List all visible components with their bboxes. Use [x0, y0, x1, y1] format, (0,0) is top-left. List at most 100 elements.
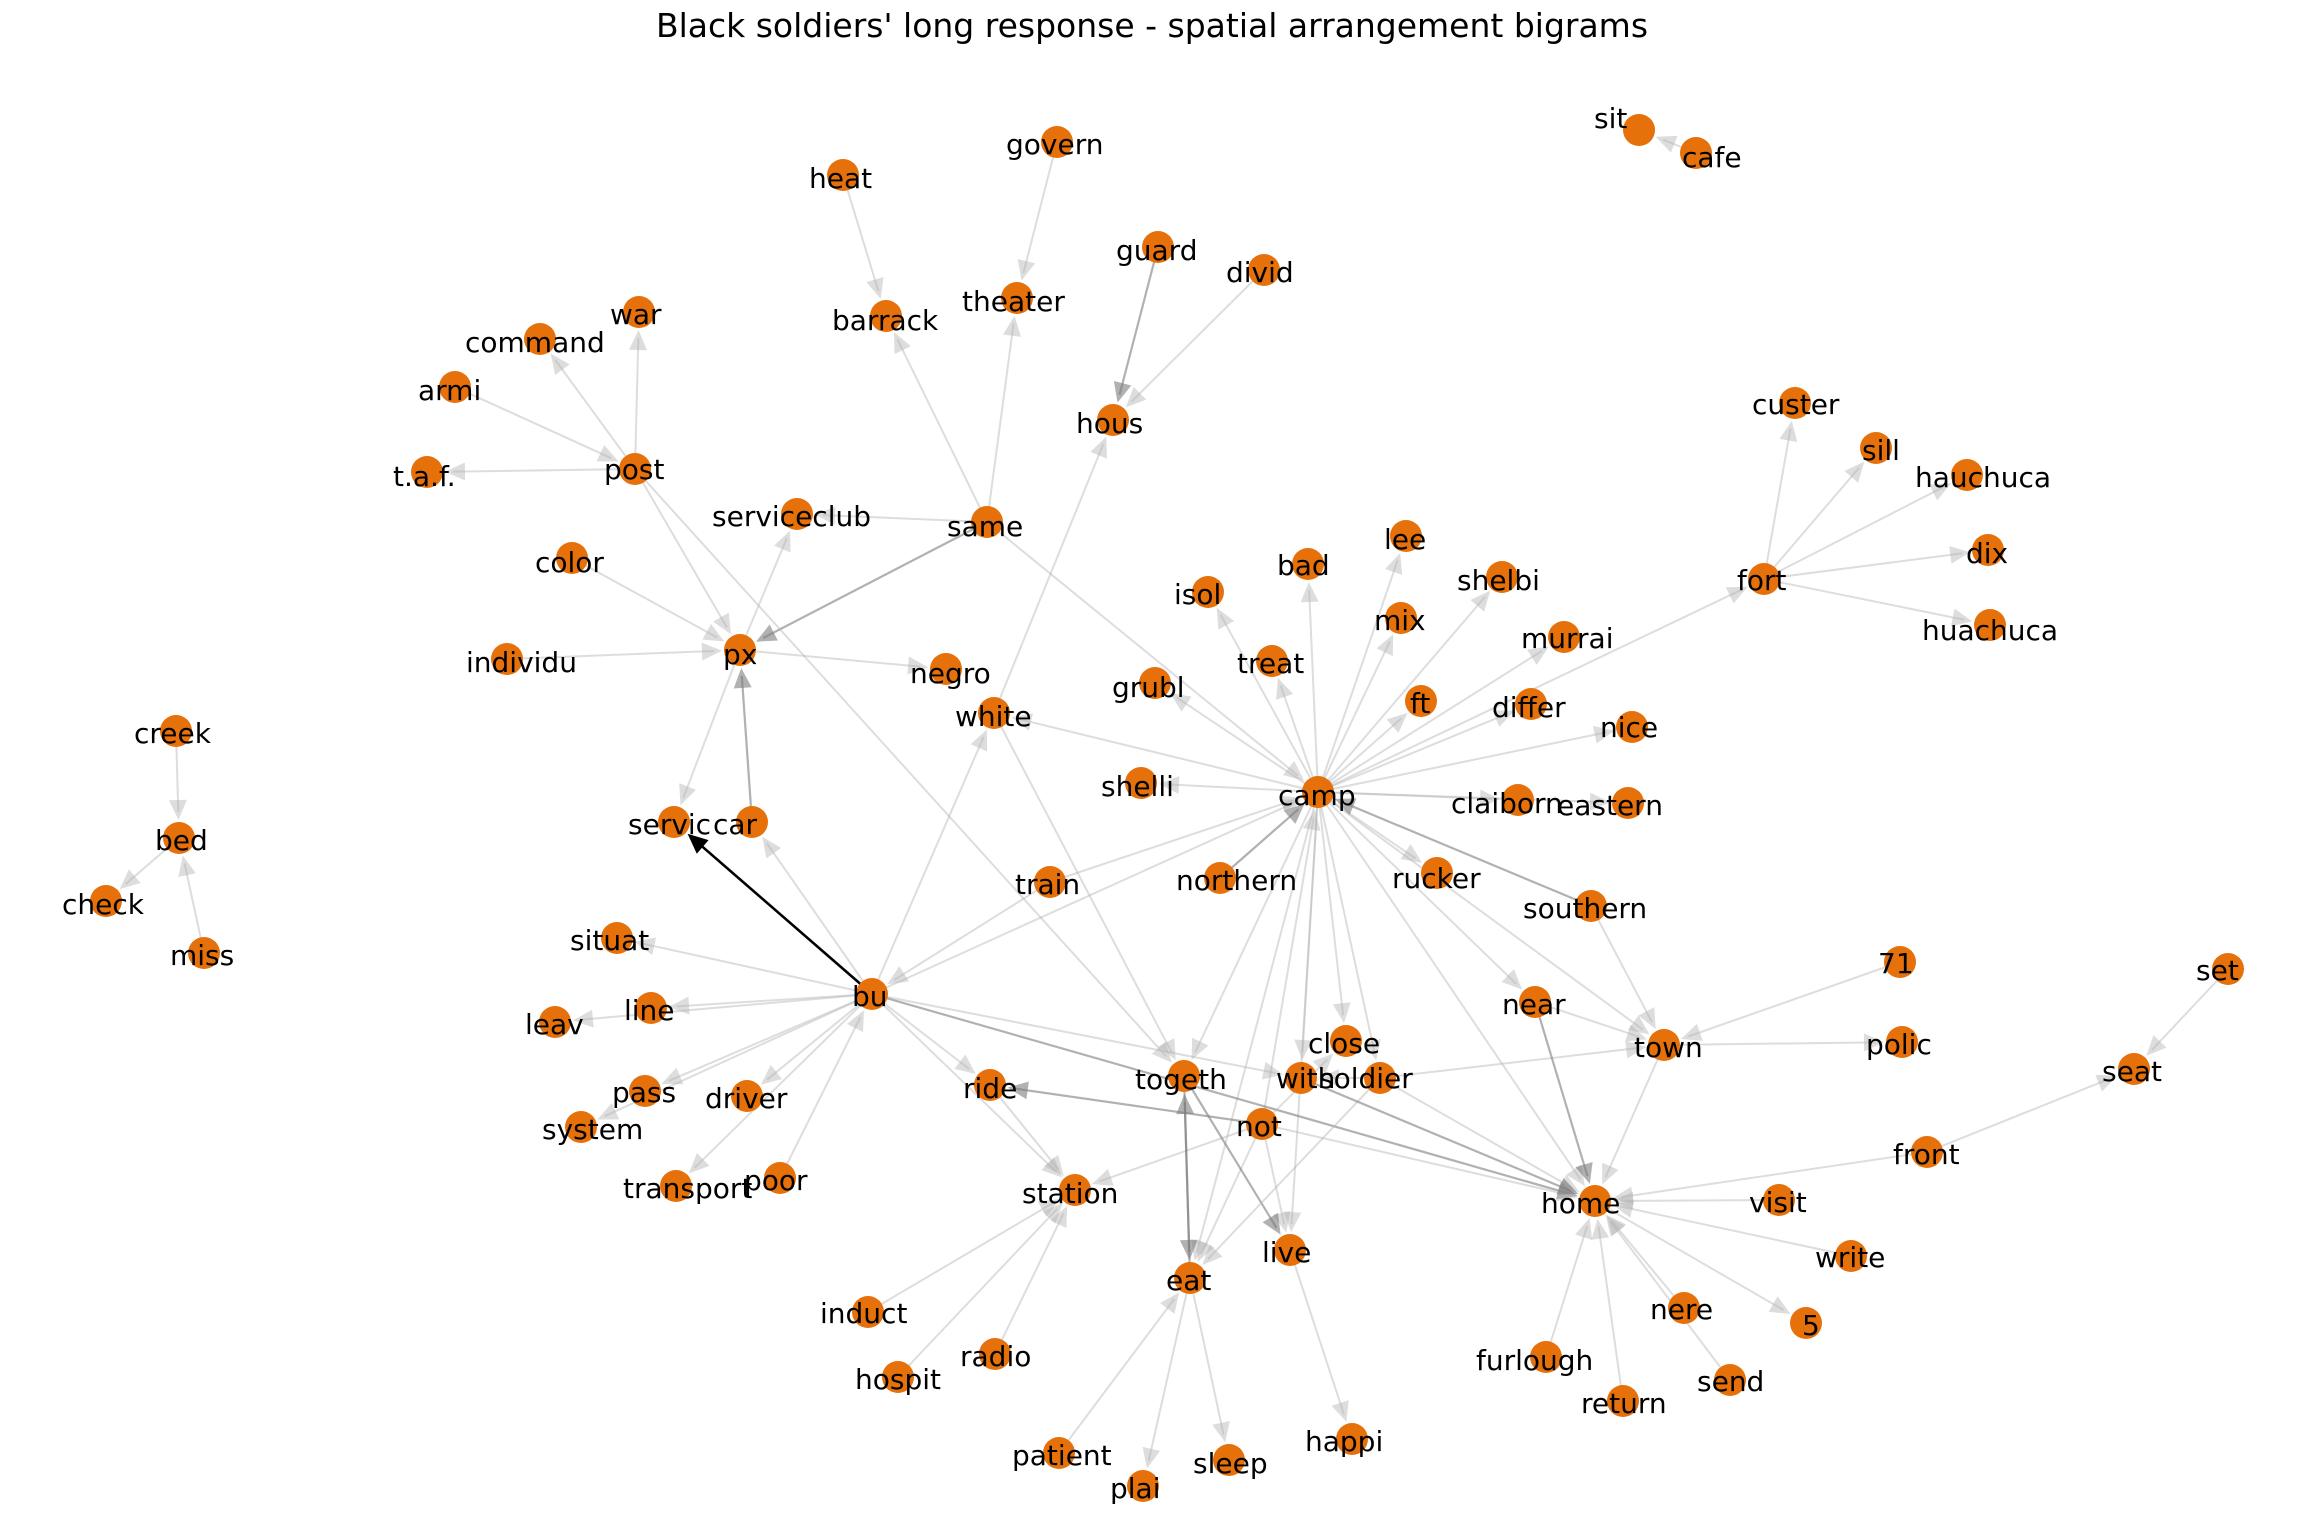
edge-arrowhead	[1592, 725, 1615, 744]
node-label-visit: visit	[1749, 1186, 1807, 1219]
edge-govern-to-theater	[1017, 141, 1058, 281]
node-label-radio: radio	[960, 1340, 1031, 1373]
node-label-shelbi: shelbi	[1457, 564, 1540, 597]
edge-southern-to-camp	[1334, 798, 1592, 908]
edge-camp-to-bad	[1300, 581, 1319, 793]
node-label-hous: hous	[1076, 407, 1143, 440]
edge-line	[1049, 799, 1294, 883]
edge-furlough-to-home	[1545, 1218, 1593, 1358]
edge-line	[1594, 1200, 1784, 1311]
node-label-leav: leav	[525, 1008, 584, 1041]
edge-line	[1279, 685, 1319, 793]
edge-arrowhead	[1929, 483, 1951, 501]
edge-arrowhead	[1276, 677, 1294, 700]
edge-individu-to-px	[506, 642, 723, 661]
node-pass	[629, 1075, 661, 1107]
edge-arrowhead	[1160, 1292, 1180, 1314]
node-label-white: white	[955, 700, 1032, 733]
edge-camp-to-mix	[1317, 634, 1394, 793]
edge-camp-to-live	[1283, 791, 1319, 1233]
node-label-polic: polic	[1866, 1028, 1932, 1061]
edge-arrowhead	[1625, 1040, 1647, 1059]
node-govern	[1041, 126, 1073, 158]
edge-line	[454, 386, 612, 460]
edge-not-to-ride	[1007, 1081, 1263, 1126]
edge-line	[871, 993, 1276, 1074]
node-barrack	[870, 300, 902, 332]
node-label-ft: ft	[1410, 687, 1430, 720]
edge-bu-to-servic	[687, 833, 873, 995]
node-label-post: post	[604, 453, 664, 486]
edge-arrowhead	[1625, 1024, 1647, 1042]
edge-arrowhead	[1386, 712, 1408, 733]
edge-fort-to-huachuca	[1763, 578, 1973, 627]
edge-line	[1533, 1001, 1589, 1177]
edge-line	[1099, 1123, 1263, 1183]
edge-line	[896, 338, 988, 523]
edge-arrowhead	[762, 836, 782, 859]
node-transport	[660, 1170, 692, 1202]
node-label-close: close	[1308, 1027, 1380, 1060]
edge-arrowhead	[596, 445, 619, 462]
edge-line	[1341, 801, 1592, 908]
node-label-lee: lee	[1384, 523, 1426, 556]
node-label-mix: mix	[1374, 604, 1426, 637]
node-togeth	[1168, 1060, 1200, 1092]
node-label-shelli: shelli	[1101, 770, 1174, 803]
edge-bu-to-camp	[871, 799, 1302, 995]
node-label-dix: dix	[1966, 537, 2008, 570]
edge-camp-to-claiborn	[1317, 789, 1501, 808]
node-label-divid: divid	[1226, 256, 1294, 289]
edge-px-to-negro	[739, 649, 929, 675]
node-return	[1607, 1385, 1639, 1417]
edge-line	[1317, 717, 1403, 793]
edge-post-to-war	[629, 329, 648, 470]
node-label-situat: situat	[570, 924, 649, 957]
edge-arrowhead	[887, 966, 909, 985]
node-label-rucker: rucker	[1392, 862, 1481, 895]
node-isol	[1192, 576, 1224, 608]
node-taf	[411, 456, 443, 488]
node-differ	[1515, 688, 1547, 720]
edge-arrowhead	[1142, 1446, 1161, 1469]
edge-arrowhead	[1169, 693, 1192, 712]
node-label-system: system	[542, 1113, 643, 1146]
edge-arrowhead	[1602, 1162, 1619, 1185]
edge-soldier-to-eat	[1202, 1077, 1381, 1265]
edge-bu-to-situat	[634, 937, 873, 995]
edge-post-to-px	[634, 468, 731, 635]
edge-arrowhead	[1319, 1069, 1339, 1087]
node-label-murrai: murrai	[1521, 622, 1614, 655]
edge-camp-to-ft	[1317, 712, 1408, 793]
edge-px-to-servic	[679, 649, 741, 806]
edge-layer	[119, 135, 2229, 1469]
edge-line	[1317, 791, 1493, 800]
edge-line	[1379, 1047, 1639, 1079]
edge-camp-to-grubl	[1169, 693, 1319, 793]
edge-bu-to-white	[871, 729, 988, 995]
node-label-front: front	[1893, 1138, 1960, 1171]
node-label-patient: patient	[1012, 1439, 1112, 1472]
edge-same-to-barrack	[893, 332, 988, 523]
node-armi	[439, 371, 471, 403]
edge-line	[554, 359, 636, 470]
node-ft	[1405, 685, 1437, 717]
edge-train-to-camp	[1049, 795, 1301, 883]
node-label-govern: govern	[1006, 128, 1103, 161]
edge-line	[1166, 783, 1319, 793]
edge-arrowhead	[1527, 646, 1549, 665]
edge-same-to-theater	[986, 315, 1021, 523]
node-situat	[601, 922, 633, 954]
node-label-togeth: togeth	[1135, 1063, 1227, 1096]
node-label-station: station	[1022, 1177, 1118, 1210]
edge-induct-to-station	[867, 1199, 1060, 1313]
edge-guard-to-hous	[1113, 246, 1160, 403]
edge-line	[1317, 731, 1607, 793]
node-lee	[1390, 520, 1422, 552]
node-poor	[764, 1162, 796, 1194]
edge-line	[1763, 552, 1963, 580]
edge-line	[676, 993, 873, 1008]
edge-northern-to-camp	[1219, 803, 1305, 879]
edge-line	[871, 801, 1295, 995]
edge-arrowhead	[1113, 380, 1132, 403]
